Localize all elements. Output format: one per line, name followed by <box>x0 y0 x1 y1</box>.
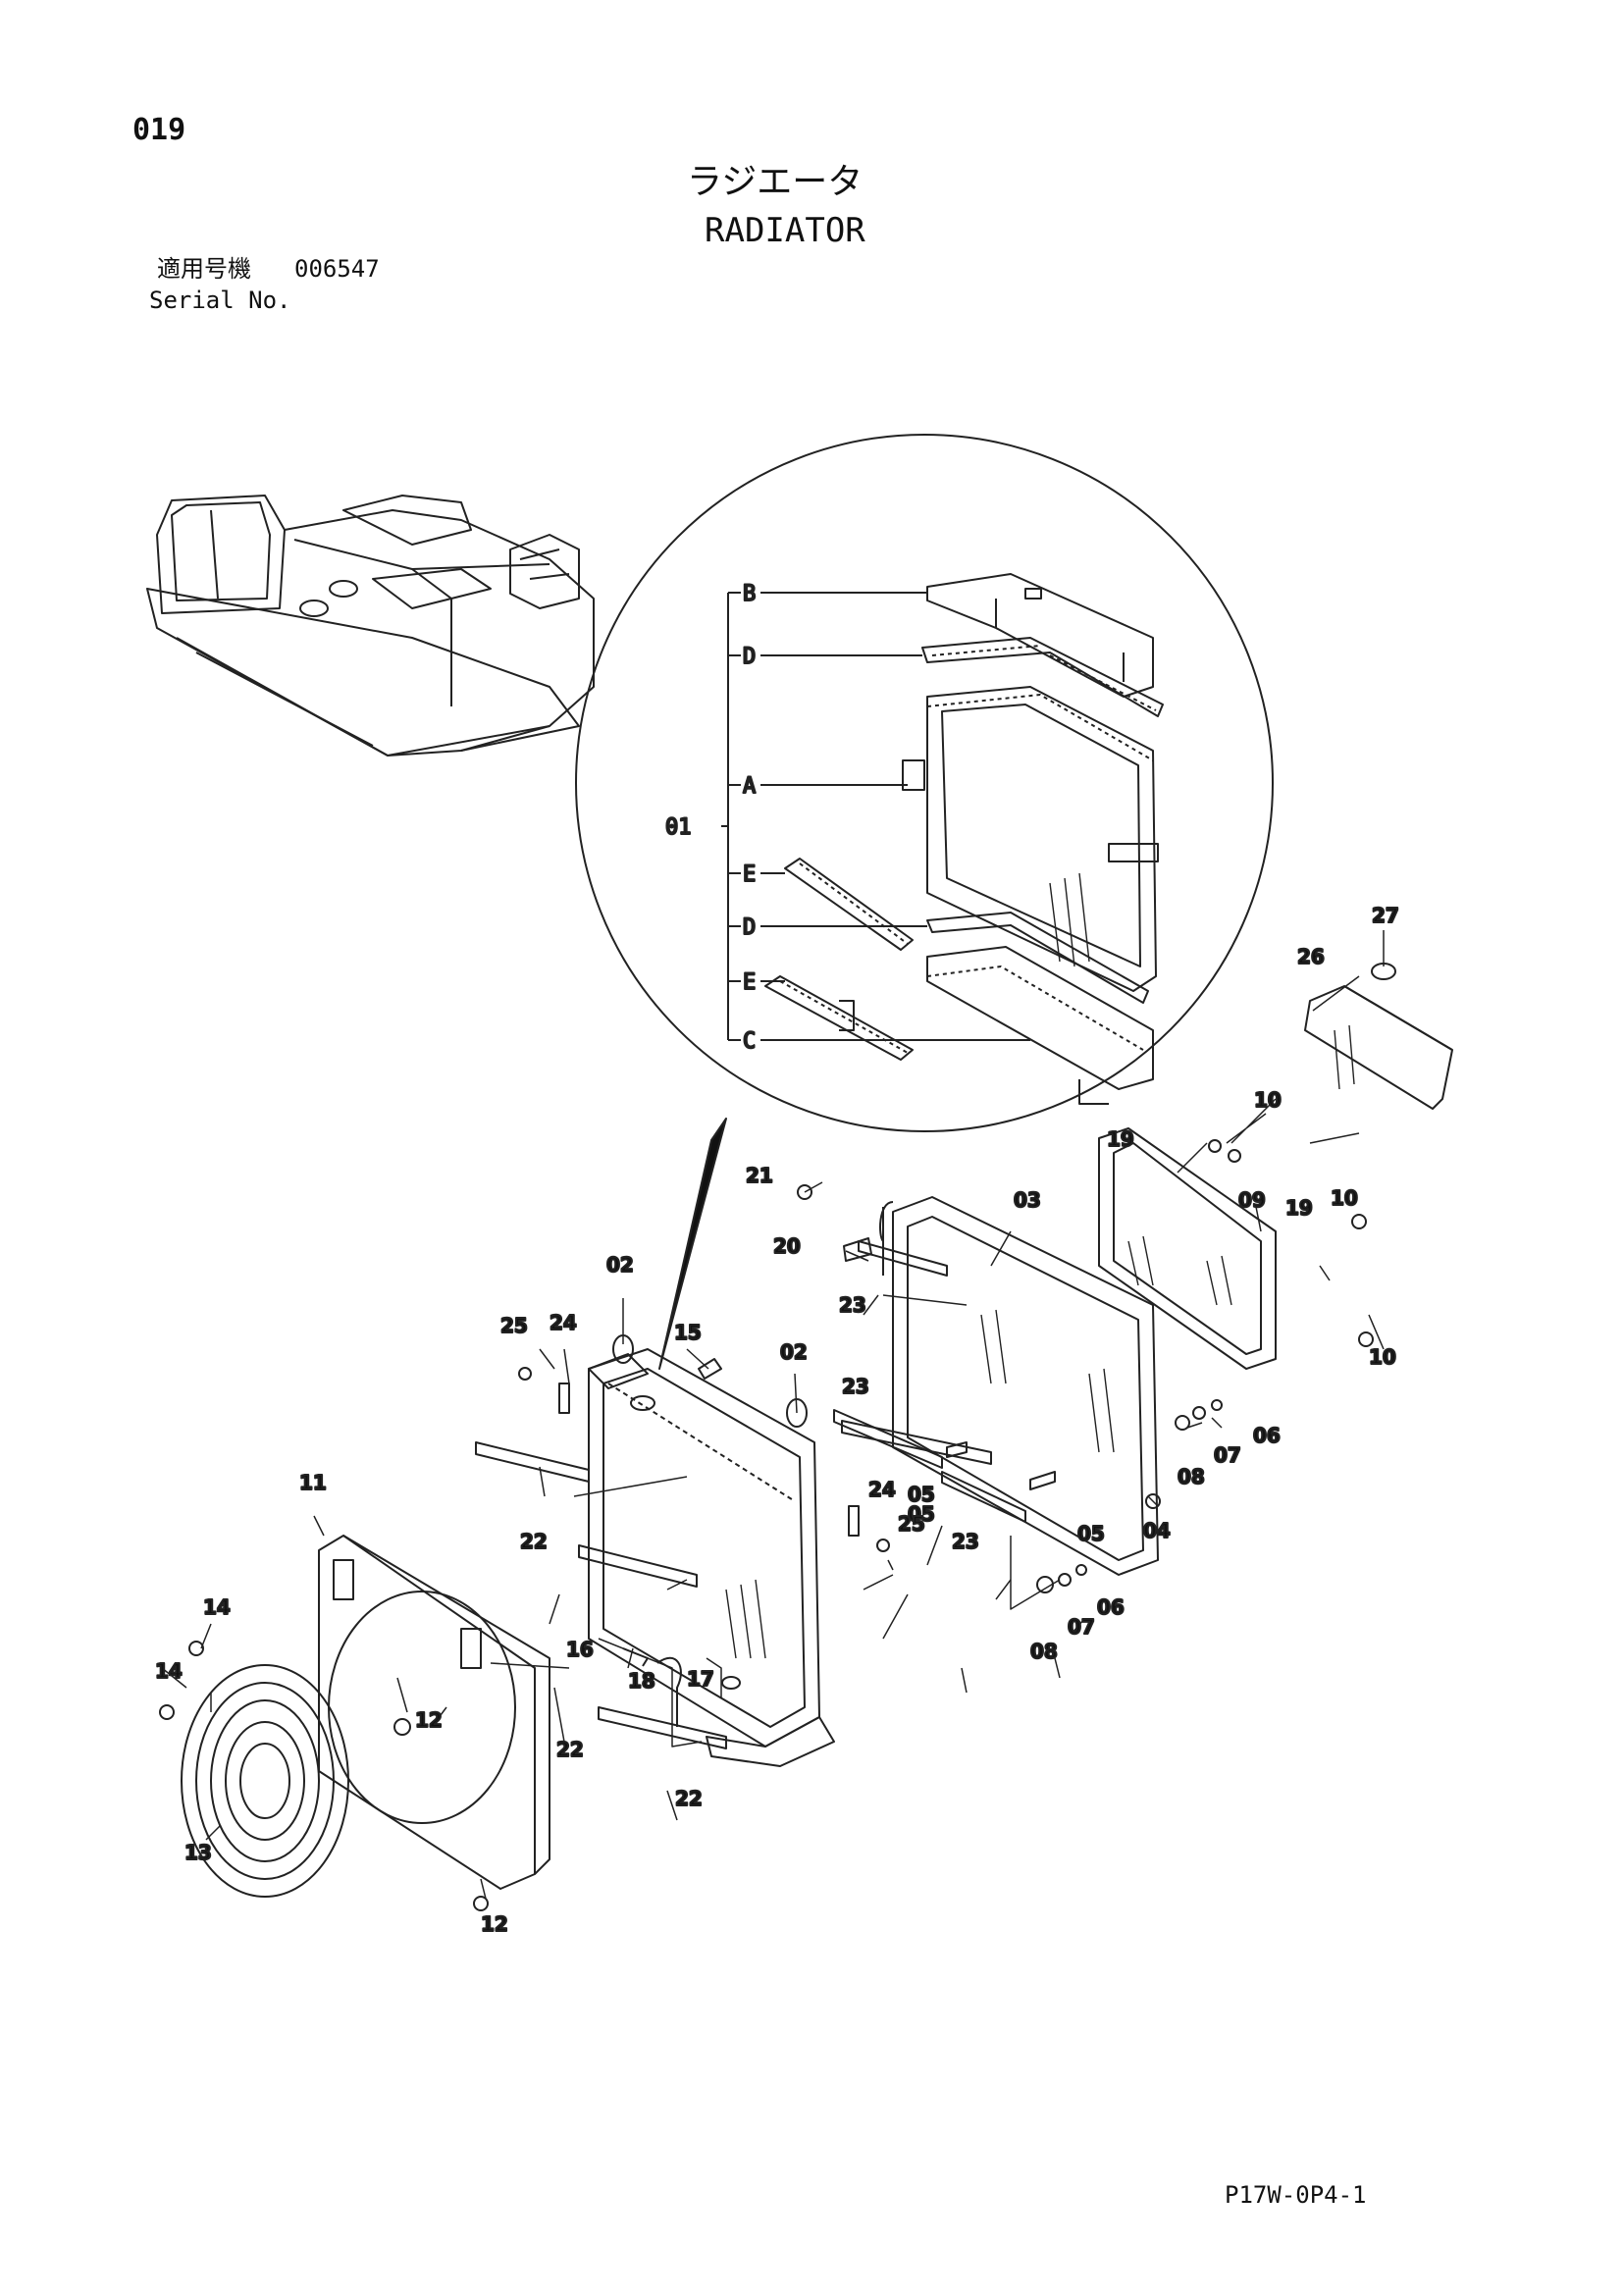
callout-03: 03 <box>1014 1188 1041 1212</box>
callout-05: 05 <box>908 1483 935 1506</box>
callout-09: 09 <box>1238 1188 1266 1212</box>
title-english: RADIATOR <box>705 211 865 250</box>
serial-number: 006547 <box>294 255 380 283</box>
callout-17: 17 <box>687 1667 714 1691</box>
callout-10: 10 <box>1331 1186 1358 1210</box>
callout-18: 18 <box>628 1669 655 1693</box>
callout-26: 26 <box>1297 945 1325 968</box>
callout-22: 22 <box>520 1530 548 1553</box>
callout-05: 05 <box>1077 1522 1105 1545</box>
callout-16: 16 <box>566 1638 594 1661</box>
callout-15: 15 <box>674 1321 702 1344</box>
callout-23: 23 <box>952 1530 979 1553</box>
callout-10: 10 <box>1254 1088 1282 1112</box>
callout-04: 04 <box>1143 1519 1171 1542</box>
hardware <box>159 963 1396 1911</box>
callout-inset-A: A <box>743 774 756 799</box>
callout-07: 07 <box>1214 1443 1241 1467</box>
cover-plate <box>1304 985 1453 1110</box>
callout-02: 02 <box>780 1340 808 1364</box>
callout-25: 25 <box>898 1512 925 1536</box>
radiator-core <box>588 1348 835 1767</box>
callout-22: 22 <box>556 1738 584 1761</box>
callout-labels: B D A 01 E D E C 27 26 10 19 10 09 19 10… <box>154 581 1400 1937</box>
callout-07: 07 <box>1068 1615 1095 1639</box>
callout-inset-E1: E <box>743 862 756 887</box>
callout-12: 12 <box>415 1708 443 1732</box>
callout-02: 02 <box>606 1253 634 1277</box>
excavator-overview-illustration <box>146 495 595 757</box>
callout-14: 14 <box>155 1659 183 1683</box>
page-number: 019 <box>132 113 186 147</box>
callout-10: 10 <box>1369 1345 1396 1369</box>
title-japanese: ラジエータ <box>687 162 864 202</box>
callout-14: 14 <box>203 1595 231 1619</box>
callout-11: 11 <box>299 1471 327 1494</box>
drawing-code: P17W-0P4-1 <box>1225 2181 1367 2209</box>
callout-23: 23 <box>842 1375 869 1398</box>
callout-inset-B: B <box>743 582 756 606</box>
callout-13: 13 <box>184 1841 212 1864</box>
callout-19: 19 <box>1285 1196 1313 1220</box>
serial-label-english: Serial No. <box>149 287 291 314</box>
callout-19: 19 <box>1107 1127 1134 1151</box>
callout-06: 06 <box>1253 1424 1281 1447</box>
callout-leaders <box>161 930 1385 1900</box>
intercooler <box>1098 1127 1277 1370</box>
callout-inset-D1: D <box>743 645 756 669</box>
callout-inset-E2: E <box>743 970 756 995</box>
callout-12: 12 <box>481 1912 508 1936</box>
callout-01: 01 <box>665 815 692 840</box>
detail-inset <box>575 434 1274 1370</box>
callout-24: 24 <box>550 1311 577 1334</box>
callout-05: 05 <box>908 1502 935 1526</box>
callout-06: 06 <box>1097 1595 1125 1619</box>
callout-21: 21 <box>746 1164 773 1187</box>
callout-08: 08 <box>1178 1465 1205 1488</box>
callout-22: 22 <box>675 1787 703 1810</box>
callout-inset-C: C <box>743 1029 756 1054</box>
serial-label-japanese: 適用号機 <box>157 255 251 283</box>
callout-20: 20 <box>773 1234 801 1258</box>
callout-25: 25 <box>500 1314 528 1337</box>
fan-guard <box>181 1664 349 1898</box>
stays-and-bars <box>475 1240 1026 1749</box>
callout-27: 27 <box>1372 904 1399 927</box>
callout-inset-D2: D <box>743 915 756 940</box>
callout-24: 24 <box>868 1478 896 1501</box>
callout-08: 08 <box>1030 1640 1058 1663</box>
callout-23: 23 <box>839 1293 866 1317</box>
